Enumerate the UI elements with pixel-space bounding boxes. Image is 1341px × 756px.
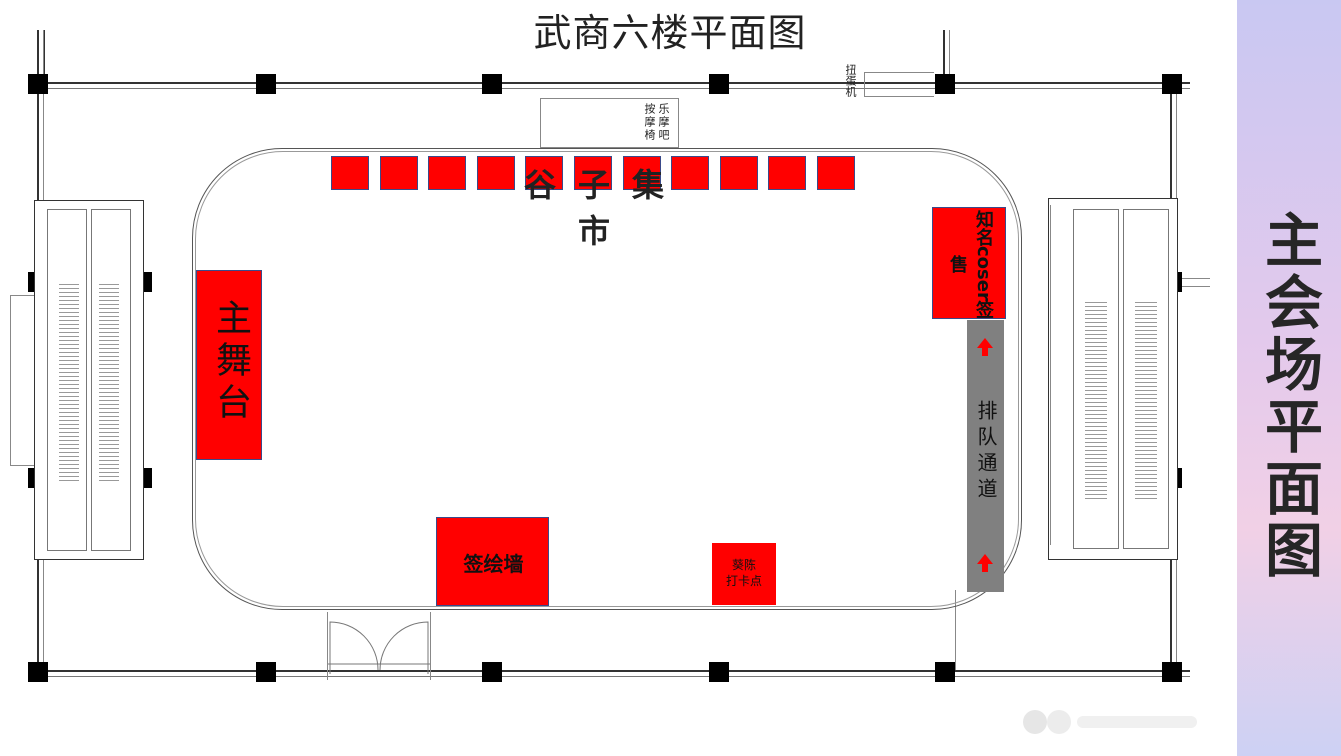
photo-spot-label-line2: 打卡点 [725,574,762,588]
photo-spot: 葵陈 打卡点 [712,543,776,605]
massage-chair-area: 乐摩吧按摩椅 [540,98,679,148]
escalator-right-rail [1050,205,1051,545]
sidebar-title: 主会场平面图 [1255,210,1323,582]
escalator-steps [99,281,119,481]
entrance-door-icon [328,621,430,674]
outer-wall-top [30,82,1190,84]
queue-channel: 排队通道 [967,320,1004,592]
market-booth [477,156,515,190]
right-side-rail [1176,278,1210,279]
claw-machine-box [864,72,865,96]
market-booth [525,156,563,190]
escalator-steps [1135,299,1157,499]
market-booth [331,156,369,190]
top-right-riser-inner [949,30,950,88]
coser-signing-label: 知名coser签售 [947,209,994,319]
escalator-right [1048,198,1178,560]
escalator-left-rail [10,295,34,296]
pillar [482,662,502,682]
pillar [28,74,48,94]
escalator-track [1073,209,1119,549]
claw-machine-box [864,72,934,73]
top-right-riser [943,30,945,88]
main-hall-outline [192,148,1022,610]
market-booth [623,156,661,190]
photo-spot-label: 葵陈 打卡点 [712,557,776,589]
pillar [1162,662,1182,682]
escalator-left-rail [10,465,34,466]
sidebar-panel: 主会场平面图 [1237,0,1341,756]
coser-signing-booth: 知名coser签售 [932,207,1006,319]
pillar [28,662,48,682]
top-left-riser [44,30,45,90]
signing-wall-label: 签绘墙 [463,552,524,576]
photo-spot-label-line1: 葵陈 [731,558,756,572]
signing-wall: 签绘墙 [436,517,549,606]
market-booth [817,156,855,190]
pillar [1162,74,1182,94]
outer-wall-bottom [30,670,1190,672]
outer-wall-top-inner [30,88,1190,89]
market-booth [574,156,612,190]
escalator-track [91,209,131,551]
escalator-left-rail [10,295,11,465]
market-booth [428,156,466,190]
entrance-frame [327,612,328,680]
right-side-rail-2 [1176,286,1210,287]
escalator-steps [1085,299,1107,499]
watermark-icon [1023,710,1197,734]
pillar [256,662,276,682]
claw-machine-label: 扭蛋机 [844,64,857,97]
pillar [709,662,729,682]
pillar [482,74,502,94]
map-title: 武商六楼平面图 [533,11,807,55]
market-booth [380,156,418,190]
queue-channel-label: 排队通道 [974,400,998,504]
entrance-frame [430,612,431,680]
pillar [709,74,729,94]
pillar [935,662,955,682]
escalator-left [34,200,144,560]
outer-wall-bottom-inner [30,676,1190,677]
market-booth [768,156,806,190]
main-stage-label: 主舞台 [210,299,251,425]
escalator-track [47,209,87,551]
market-label: 谷子集市 [523,166,686,250]
pillar [256,74,276,94]
main-stage: 主舞台 [196,270,262,460]
escalator-track [1123,209,1169,549]
bottom-right-partition [955,590,956,670]
claw-machine-box [864,96,934,97]
market-booth [671,156,709,190]
market-booth [720,156,758,190]
pillar [935,74,955,94]
massage-chair-label: 乐摩吧按摩椅 [643,103,670,142]
escalator-steps [59,281,79,481]
